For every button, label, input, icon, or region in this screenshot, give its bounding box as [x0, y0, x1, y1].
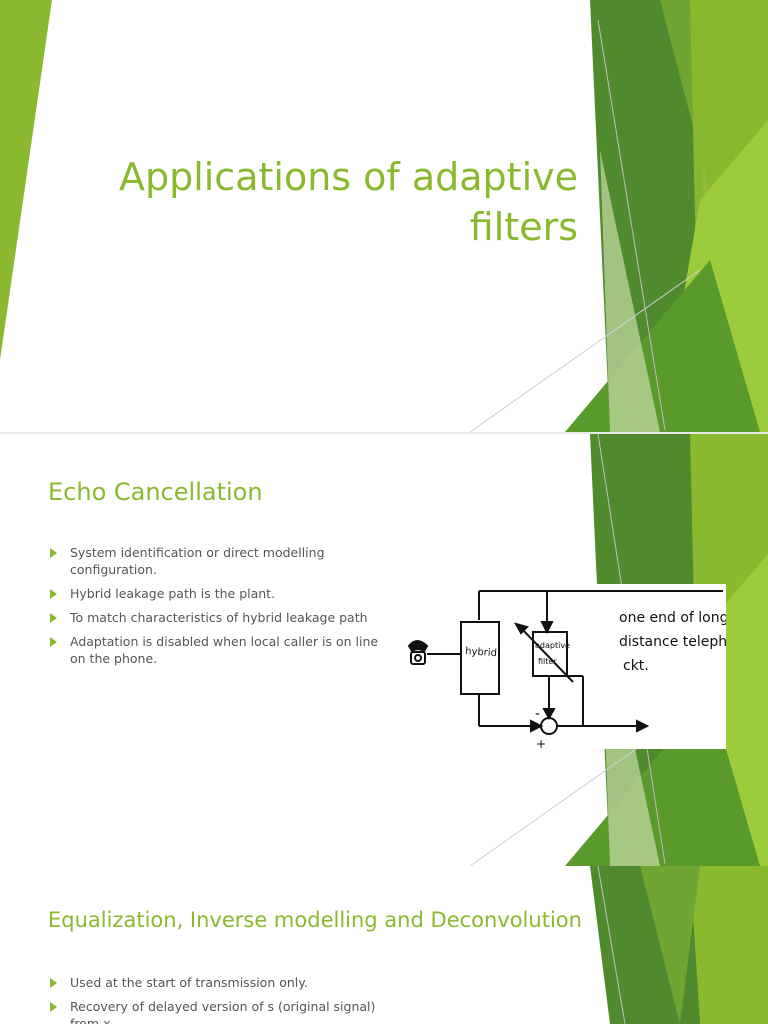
note-line-1: one end of long: [619, 610, 726, 626]
slide-title-text: Applications of adaptive filters: [58, 152, 578, 252]
slide-title: Applications of adaptive filters: [0, 0, 768, 432]
bullet-text: Used at the start of transmission only.: [70, 975, 308, 990]
echo-canceller-diagram: hybrid adaptive filter - + one end of lo…: [403, 584, 726, 749]
bullet-text: Hybrid leakage path is the plant.: [70, 586, 276, 601]
triangle-bullet-icon: [50, 548, 57, 558]
bullet-text: Recovery of delayed version of s (origin…: [70, 999, 376, 1024]
note-line-3: ckt.: [623, 658, 649, 674]
slide-decoration: [0, 0, 768, 432]
list-item: Recovery of delayed version of s (origin…: [48, 998, 408, 1024]
slide-heading: Equalization, Inverse modelling and Deco…: [48, 908, 582, 932]
list-item: System identification or direct modellin…: [48, 544, 393, 578]
list-item: Used at the start of transmission only.: [48, 974, 408, 991]
slide-decoration: [590, 866, 768, 1024]
slide-echo-cancellation: Echo Cancellation System identification …: [0, 434, 768, 866]
plus-sign: +: [536, 737, 546, 749]
slide-heading: Echo Cancellation: [48, 478, 263, 506]
triangle-bullet-icon: [50, 613, 57, 623]
bullet-text: Adaptation is disabled when local caller…: [70, 634, 379, 666]
bullet-text: To match characteristics of hybrid leaka…: [70, 610, 368, 625]
hybrid-label: hybrid: [465, 646, 498, 659]
minus-sign: -: [535, 706, 540, 722]
title-line-1: Applications of adaptive: [118, 155, 578, 199]
triangle-bullet-icon: [50, 637, 57, 647]
diagram-drawing: hybrid adaptive filter - + one end of lo…: [407, 590, 726, 749]
bullet-list: Used at the start of transmission only. …: [48, 974, 408, 1024]
bullet-text: System identification or direct modellin…: [70, 545, 325, 577]
list-item: To match characteristics of hybrid leaka…: [48, 609, 393, 626]
slide-equalization: Equalization, Inverse modelling and Deco…: [0, 866, 768, 1024]
triangle-bullet-icon: [50, 978, 57, 988]
bullet-list: System identification or direct modellin…: [48, 544, 393, 674]
title-line-2: filters: [469, 205, 578, 249]
triangle-bullet-icon: [50, 1002, 57, 1012]
filter-label-1: adaptive: [535, 641, 570, 650]
list-item: Hybrid leakage path is the plant.: [48, 585, 393, 602]
filter-label-2: filter: [538, 657, 557, 666]
note-line-2: distance telephone: [619, 634, 726, 650]
triangle-bullet-icon: [50, 589, 57, 599]
list-item: Adaptation is disabled when local caller…: [48, 633, 393, 667]
